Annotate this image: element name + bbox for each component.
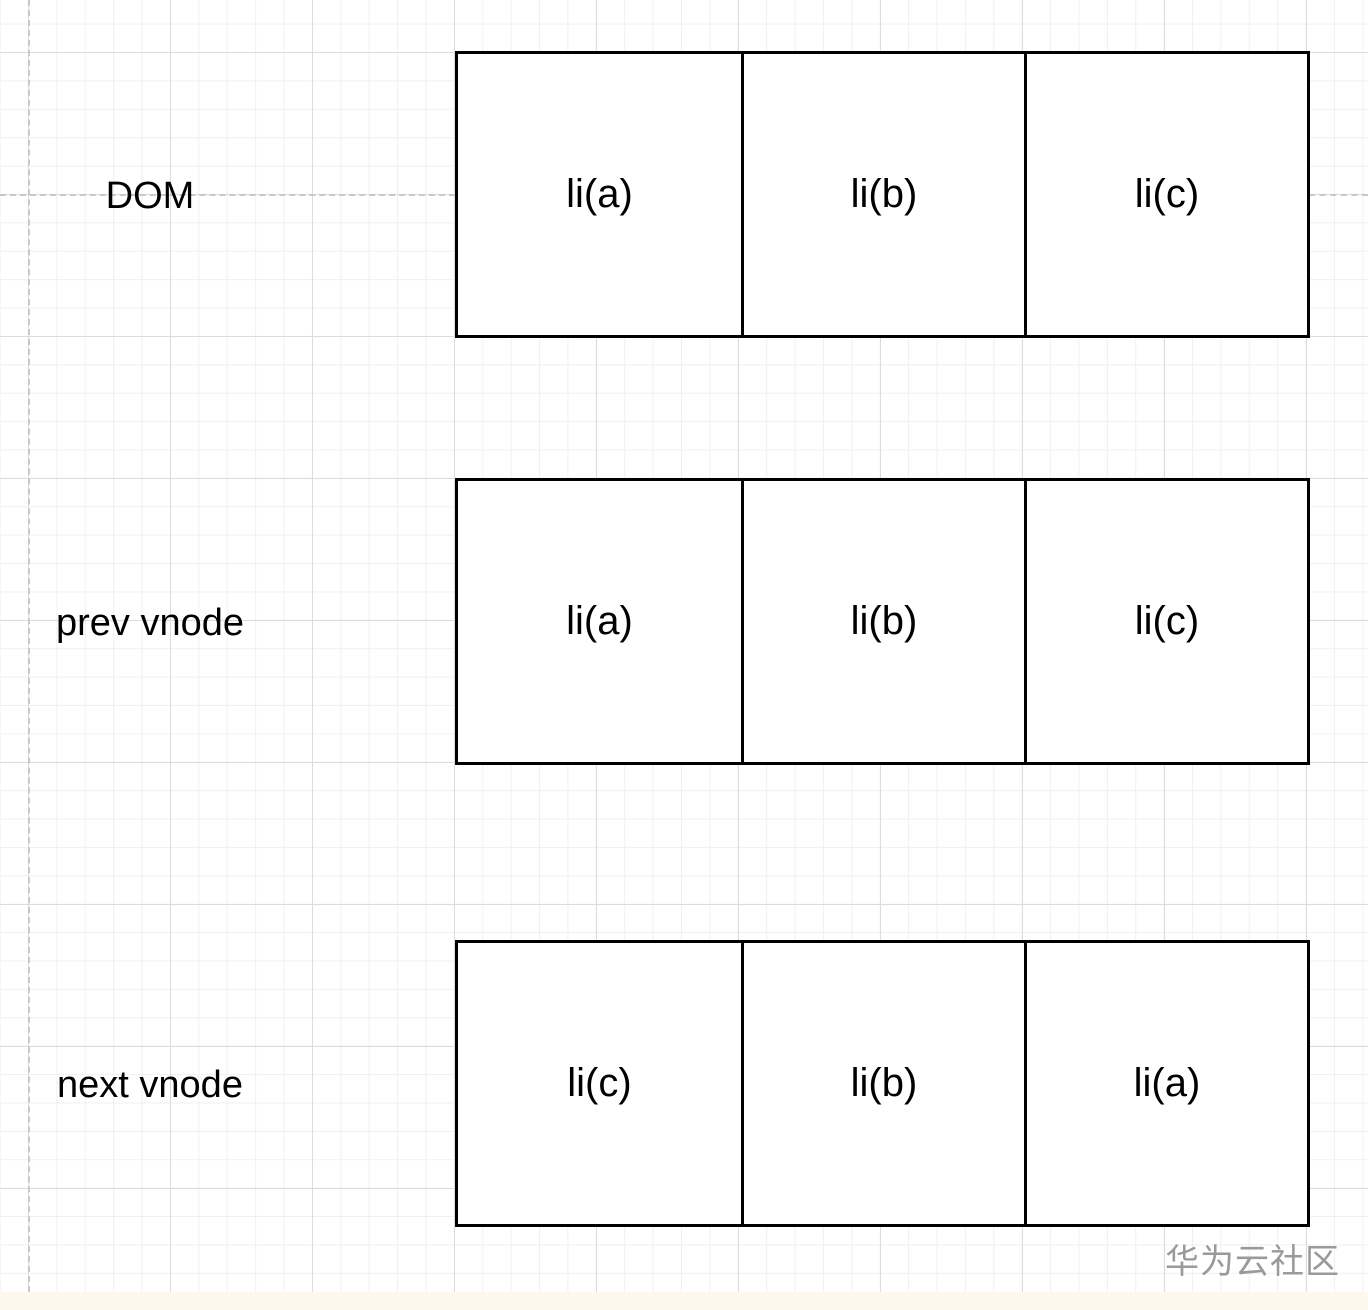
- row-label-dom: DOM: [105, 175, 195, 217]
- watermark: 华为云社区: [1165, 1242, 1340, 1282]
- bottom-band: [0, 1292, 1368, 1310]
- next-vnode-cell-3: li(a): [1024, 943, 1307, 1224]
- horizontal-guide-line-right: [1309, 194, 1368, 196]
- prev-vnode-list-row: li(a) li(b) li(c): [455, 478, 1310, 765]
- row-label-next-vnode: next vnode: [57, 1064, 243, 1106]
- next-vnode-cell-2: li(b): [741, 943, 1024, 1224]
- prev-vnode-cell-3: li(c): [1024, 481, 1307, 762]
- horizontal-guide-line-left: [0, 194, 455, 196]
- prev-vnode-cell-2: li(b): [741, 481, 1024, 762]
- dom-cell-3: li(c): [1024, 54, 1307, 335]
- prev-vnode-cell-1: li(a): [566, 599, 633, 643]
- row-label-prev-vnode: prev vnode: [55, 602, 244, 644]
- dom-cell-1: li(a): [566, 172, 633, 216]
- dom-list-row: li(a) li(b) li(c): [455, 51, 1310, 338]
- next-vnode-cell-1: li(c): [567, 1061, 632, 1105]
- dom-cell-2: li(b): [741, 54, 1024, 335]
- next-vnode-list-row: li(c) li(b) li(a): [455, 940, 1310, 1227]
- vertical-guide-line: [28, 0, 30, 1292]
